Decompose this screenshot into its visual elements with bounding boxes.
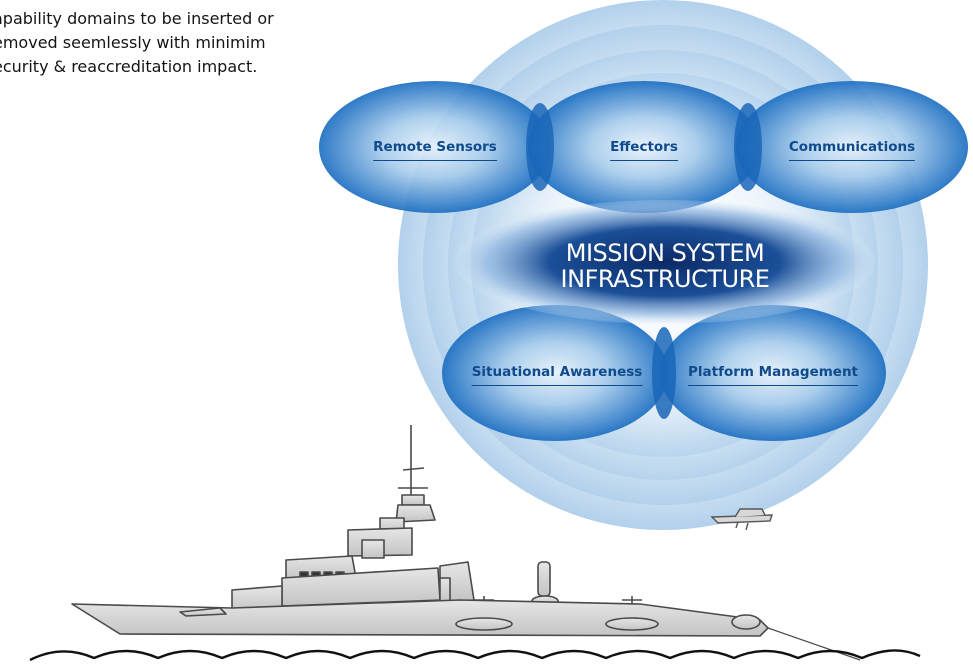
capability-bubbles [319,81,968,441]
remote-sensors-link[interactable]: Remote Sensors [373,139,497,161]
mission-system-core [455,200,875,324]
drone-illustration [710,508,773,531]
intro-line: apability domains to be inserted or [0,9,274,28]
communications-link[interactable]: Communications [788,139,916,161]
effectors-link[interactable]: Effectors [610,139,678,161]
effectors-bubble [528,81,760,213]
intro-text: apability domains to be inserted or emov… [0,7,353,79]
remote-sensors-bubble [319,81,551,213]
ship-illustration [71,425,861,661]
platform-management-bubble [660,305,886,441]
overlap-lens [652,327,676,419]
intro-line: emoved seemlessly with minimim [0,33,266,52]
sea-waves [29,649,921,662]
situational-awareness-bubble [442,305,668,441]
communications-bubble [736,81,968,213]
intro-line: ecurity & reaccreditation impact. [0,57,258,76]
situational-awareness-link[interactable]: Situational Awareness [471,364,643,386]
overlap-lens [734,103,762,191]
title-line: INFRASTRUCTURE [560,265,770,293]
overlap-lens [526,103,554,191]
platform-management-link[interactable]: Platform Management [687,364,859,386]
title-line: MISSION SYSTEM [565,239,765,267]
mission-system-title: MISSION SYSTEM INFRASTRUCTURE [535,240,795,292]
